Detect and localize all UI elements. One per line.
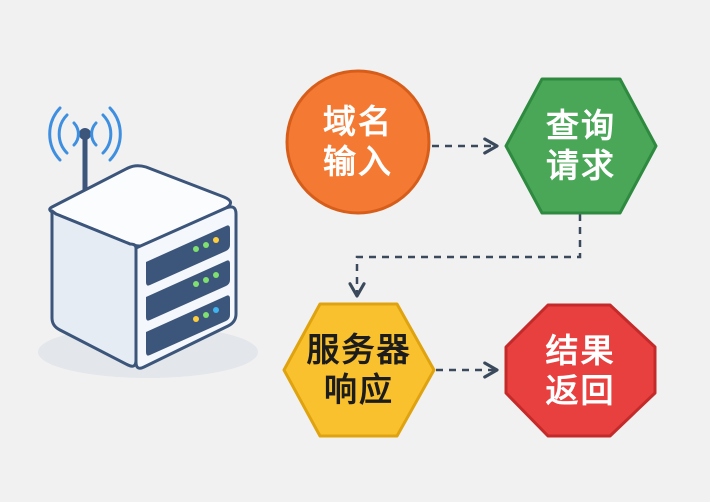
connector-query-to-server [348,214,582,298]
server-response-node [282,302,436,438]
server-bay [146,260,230,321]
server-response-line1: 服务器 [306,330,412,369]
server-response-label: 服务器 响应 [284,304,434,436]
server-router-icon [38,106,258,378]
wifi-signal-icon [48,106,122,162]
query-request-label: 查询 请求 [506,79,656,213]
domain-input-label: 域名 输入 [288,72,428,212]
result-return-line2: 返回 [545,370,616,410]
query-request-node [504,77,658,215]
query-request-line2: 请求 [546,146,616,185]
server-bay [146,295,230,356]
domain-input-line1: 域名 [323,102,393,141]
server-response-line2: 响应 [324,370,394,409]
domain-input-line2: 输入 [323,142,393,181]
result-return-node [504,303,657,438]
result-return-line1: 结果 [545,330,616,370]
result-return-label: 结果 返回 [506,305,655,436]
server-bay [146,225,230,286]
domain-input-node [285,69,431,215]
query-request-line1: 查询 [546,106,616,145]
